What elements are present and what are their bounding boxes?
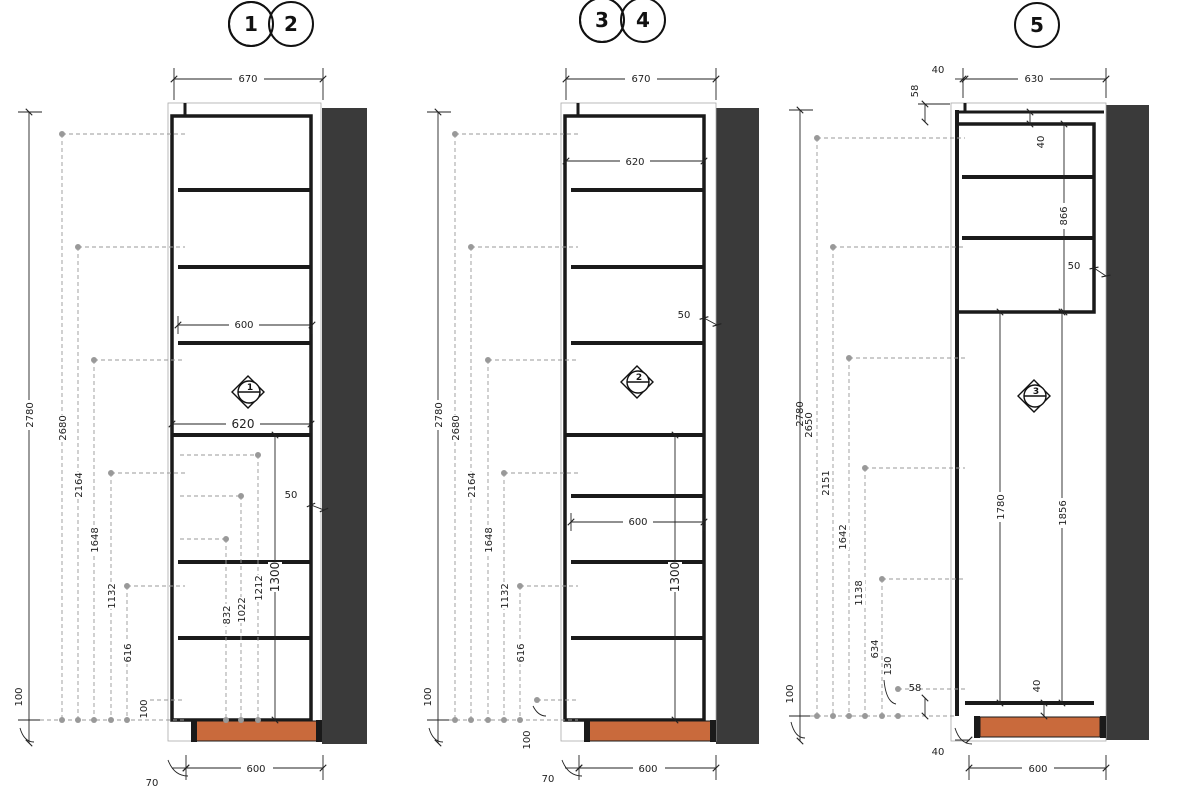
- dim-gap-50: 50: [285, 490, 298, 501]
- dim-832: 832: [222, 605, 233, 624]
- dim-mid-width: 600: [234, 320, 253, 331]
- dim-2680: 2680: [451, 415, 462, 440]
- dim-1022: 1022: [237, 597, 248, 622]
- bubble-5: [1014, 2, 1060, 48]
- dim-top-width: 630: [1024, 74, 1043, 85]
- dim-top-gap: 58: [910, 85, 921, 98]
- dim-2164: 2164: [74, 472, 85, 497]
- cabinet-outline: [950, 102, 1107, 742]
- dim-2164: 2164: [467, 472, 478, 497]
- dim-gap-50: 50: [1068, 261, 1081, 272]
- dim-plinth-height: 100: [423, 687, 434, 706]
- cabinet-outline: [560, 102, 717, 742]
- wall: [1106, 105, 1149, 740]
- dim-total-height: 2780: [795, 401, 806, 426]
- plinth: [194, 720, 320, 742]
- dim-2650: 2650: [804, 412, 815, 437]
- dim-left-offset: 40: [932, 65, 945, 76]
- bubble-5-label: 5: [1030, 13, 1044, 37]
- dim-1648: 1648: [484, 527, 495, 552]
- dim-plinth-inner: 100: [139, 699, 150, 718]
- dim-top-width: 670: [631, 74, 650, 85]
- plinth: [587, 720, 713, 742]
- dim-866: 866: [1059, 206, 1070, 225]
- elevation-5: 630 40 58 40 866 50 3 1780 1856 40 2780: [785, 65, 1149, 780]
- dim-2151: 2151: [821, 470, 832, 495]
- section-marker-2: 2: [620, 365, 654, 399]
- elevation-1-2: 670 600 620 1 2780 100: [14, 68, 367, 789]
- dim-total-height: 2780: [434, 402, 445, 427]
- section-marker-2-label: 2: [636, 373, 642, 383]
- dim-inner-width: 620: [232, 417, 255, 431]
- dim-616: 616: [123, 643, 134, 662]
- dim-offset-70: 70: [542, 774, 555, 785]
- dim-1648: 1648: [90, 527, 101, 552]
- dim-bottom-inner: 40: [1032, 680, 1043, 693]
- plinth: [979, 716, 1101, 738]
- dim-bottom-width: 600: [638, 764, 657, 775]
- wall: [716, 108, 759, 744]
- bubble-4-label: 4: [636, 8, 650, 32]
- dim-bottom-offset: 40: [932, 747, 945, 758]
- dim-plinth-height: 100: [14, 687, 25, 706]
- dim-total-height: 2780: [25, 402, 36, 427]
- section-marker-1-label: 1: [247, 383, 253, 393]
- dim-130: 130: [883, 656, 894, 675]
- dim-offset-70: 70: [146, 778, 159, 789]
- bubble-2: [268, 1, 314, 47]
- elevation-labels: 1 2 3 4 5: [228, 0, 1060, 48]
- elevation-3-4: 670 620 50 2 600 1300 2780 100: [423, 68, 759, 785]
- wall: [322, 108, 367, 744]
- dim-1642: 1642: [838, 524, 849, 549]
- cabinet-carcass: [563, 114, 706, 722]
- dim-plinth-height: 100: [785, 684, 796, 703]
- dim-1212: 1212: [254, 575, 265, 600]
- bubble-3-label: 3: [595, 8, 609, 32]
- section-marker-1: 1: [231, 375, 265, 409]
- dim-inner-width: 620: [625, 157, 644, 168]
- dim-1300: 1300: [668, 562, 682, 593]
- bubble-1-label: 1: [244, 12, 258, 36]
- dim-bottom-width: 600: [1028, 764, 1047, 775]
- dim-616: 616: [516, 643, 527, 662]
- dim-1138: 1138: [854, 580, 865, 605]
- dim-plinth-inner: 100: [522, 730, 533, 749]
- dim-mid-width: 600: [628, 517, 647, 528]
- upper-cabinet: [955, 122, 1096, 314]
- dim-1856: 1856: [1058, 500, 1069, 525]
- bubble-4: [620, 0, 666, 43]
- section-marker-3: 3: [1017, 379, 1051, 413]
- dim-top-width: 670: [238, 74, 257, 85]
- dim-bottom-width: 600: [246, 764, 265, 775]
- dim-gap-50: 50: [678, 310, 691, 321]
- dim-2680: 2680: [58, 415, 69, 440]
- dim-1132: 1132: [107, 583, 118, 608]
- dim-top-inner: 40: [1036, 136, 1047, 149]
- dim-1780: 1780: [996, 494, 1007, 519]
- bubble-2-label: 2: [284, 12, 298, 36]
- dim-1300: 1300: [268, 562, 282, 593]
- dim-634: 634: [870, 639, 881, 658]
- dim-bottom-gap: 58: [909, 683, 922, 694]
- section-marker-3-label: 3: [1033, 387, 1039, 397]
- dim-1132: 1132: [500, 583, 511, 608]
